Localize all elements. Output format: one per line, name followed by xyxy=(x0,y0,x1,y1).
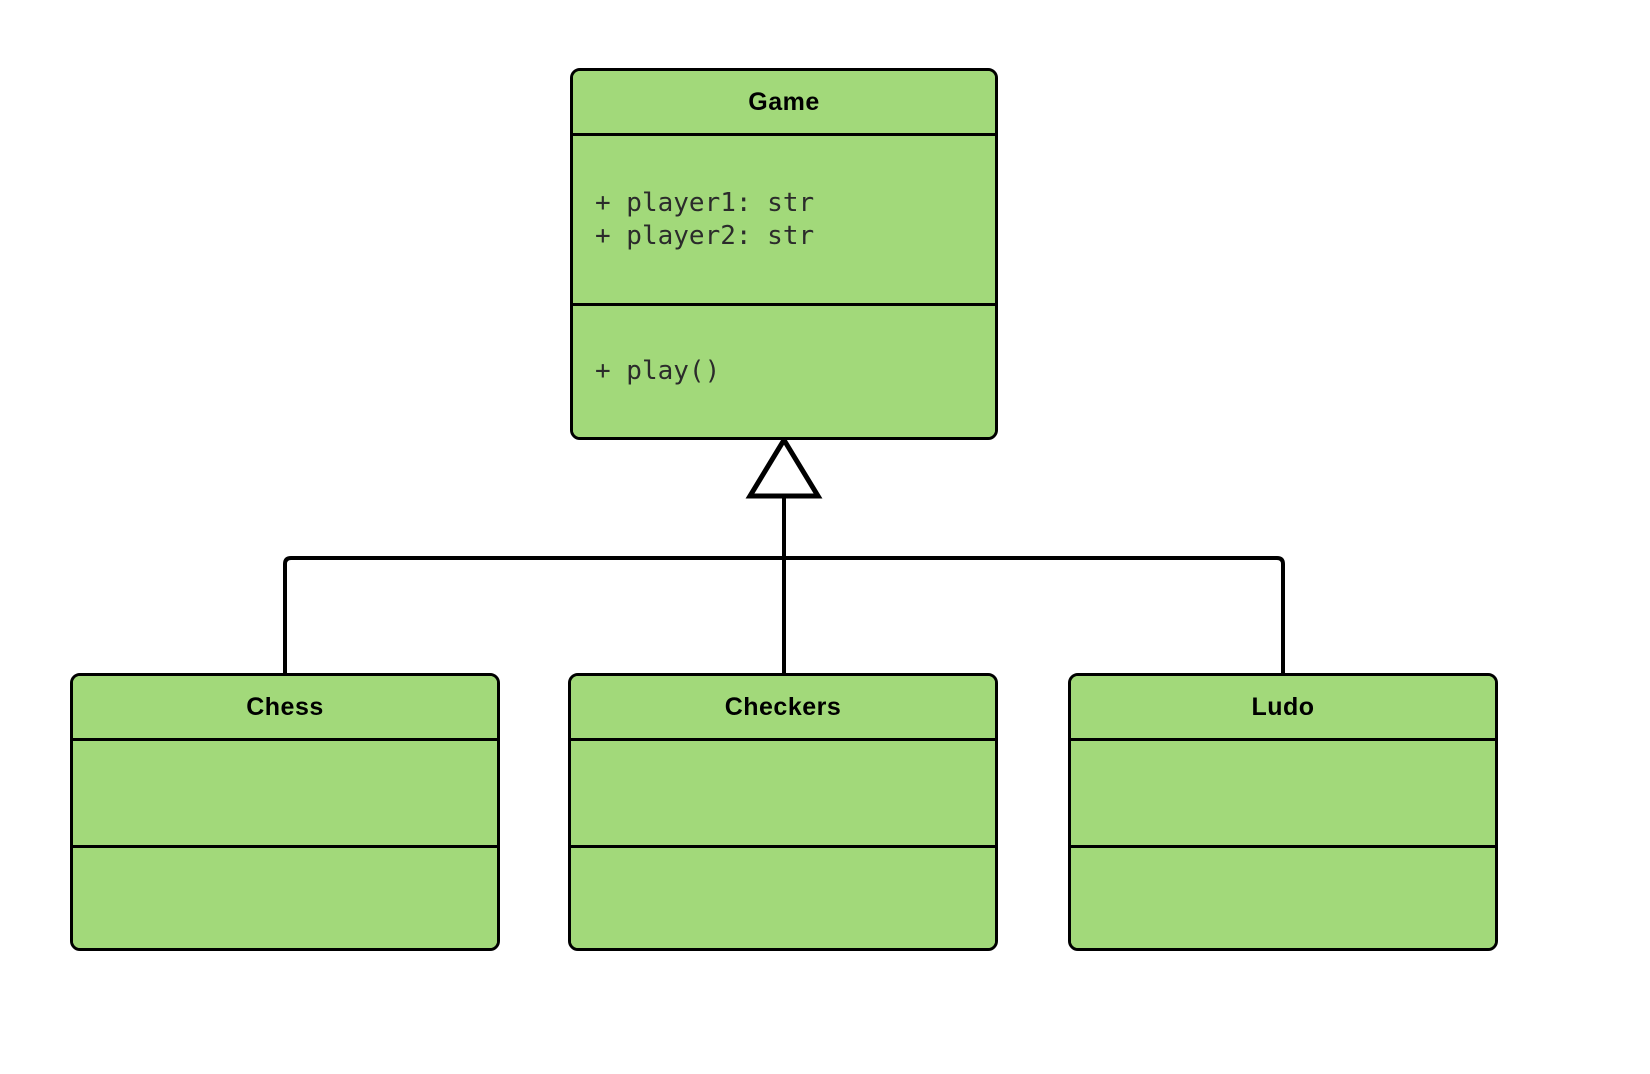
connector-bus-left xyxy=(283,556,784,673)
uml-class-chess[interactable]: Chess xyxy=(70,673,500,951)
method-row: + play() xyxy=(595,356,721,386)
uml-class-game[interactable]: Game + player1: str + player2: str + pla… xyxy=(570,68,998,440)
class-name-game: Game xyxy=(573,71,995,133)
compartment-divider xyxy=(1071,845,1495,848)
uml-class-ludo[interactable]: Ludo xyxy=(1068,673,1498,951)
compartment-divider xyxy=(1071,738,1495,741)
compartment-divider xyxy=(571,738,995,741)
class-name-chess: Chess xyxy=(73,676,497,738)
compartment-divider xyxy=(73,845,497,848)
attributes-compartment-ludo xyxy=(1071,741,1495,845)
inheritance-arrowhead-icon xyxy=(745,435,823,499)
connector-bus-right xyxy=(784,556,1285,673)
compartment-divider xyxy=(73,738,497,741)
compartment-divider xyxy=(573,303,995,306)
methods-compartment-chess xyxy=(73,848,497,948)
methods-compartment-game: + play() xyxy=(573,306,995,437)
attributes-compartment-checkers xyxy=(571,741,995,845)
class-name-checkers: Checkers xyxy=(571,676,995,738)
attributes-compartment-game: + player1: str + player2: str xyxy=(573,136,995,303)
compartment-divider xyxy=(573,133,995,136)
attributes-compartment-chess xyxy=(73,741,497,845)
compartment-divider xyxy=(571,845,995,848)
uml-class-checkers[interactable]: Checkers xyxy=(568,673,998,951)
class-name-ludo: Ludo xyxy=(1071,676,1495,738)
methods-compartment-checkers xyxy=(571,848,995,948)
attribute-row: + player2: str xyxy=(595,220,815,251)
attribute-row: + player1: str xyxy=(595,187,815,218)
methods-compartment-ludo xyxy=(1071,848,1495,948)
